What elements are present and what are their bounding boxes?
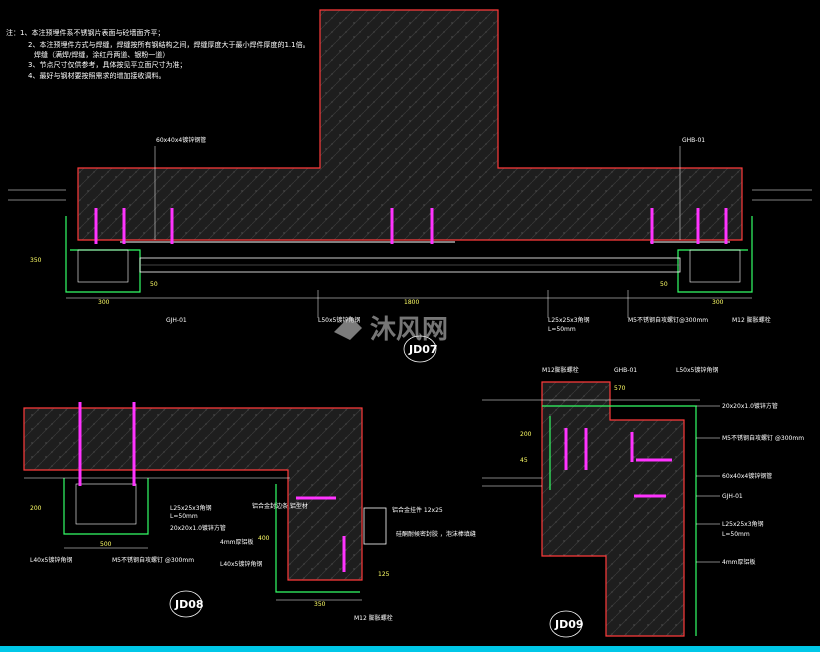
watermark-text: 沐风网 xyxy=(370,315,448,345)
label-bottom-r2: L=50mm xyxy=(548,326,576,333)
jd08-dim-h2: 400 xyxy=(258,535,270,542)
jd09-dim-h: 200 xyxy=(520,431,532,438)
jd08-label-g: L40x5镀锌角钢 xyxy=(220,560,262,568)
dim-mid: 1800 xyxy=(404,299,419,306)
label-bottom-left: GJH-01 xyxy=(166,317,187,324)
note-line-5: 4、最好与钢材要按照需求的增加接收调料。 xyxy=(28,72,166,80)
jd08-dim-h: 200 xyxy=(30,505,42,512)
detail-tag-jd09: JD09 xyxy=(554,618,584,631)
window-mullion xyxy=(363,507,387,545)
note-line-2: 2、本注预埋件方式与焊缝，焊缝按所有钢结构之间，焊缝厚度大于最小焊件厚度的1.1… xyxy=(28,41,310,49)
jd09-dim-s: 45 xyxy=(520,457,528,464)
note-line-3: 焊缝（满焊/焊缝，涂红丹两道、银粉一道） xyxy=(34,51,170,59)
jd09-label-f: 60x40x4镀锌钢管 xyxy=(722,472,772,480)
jd08-label-b: L=50mm xyxy=(170,513,198,520)
jd08-dim-s: 125 xyxy=(378,571,390,578)
jd09-label-j: 4mm厚铝板 xyxy=(722,558,756,566)
jd08-label-j: 硅酮耐候密封胶 ，泡沫棒填缝 xyxy=(396,530,476,538)
label-bottom-r1: L25x25x3角钢 xyxy=(548,316,590,324)
jd09-label-i: L=50mm xyxy=(722,531,750,538)
detail-tag-jd07-circle xyxy=(403,335,437,363)
anchor-bolts-top xyxy=(94,208,728,244)
jd08-label-a: L25x25x3角钢 xyxy=(170,504,212,512)
label-top-right: GHB-01 xyxy=(682,137,705,144)
dim-side-right: 50 xyxy=(660,281,668,288)
anchor-bolts-jd09 xyxy=(564,428,672,498)
anchor-bolts-jd08 xyxy=(78,402,346,572)
jd09-label-e: M5不锈钢自攻螺钉 @300mm xyxy=(722,434,804,442)
jd08-dim-w: 500 xyxy=(100,541,112,548)
dim-left: 300 xyxy=(98,299,110,306)
dim-h-left: 350 xyxy=(30,257,42,264)
dim-side-left: 50 xyxy=(150,281,158,288)
detail-jd07: 300 1800 300 350 50 50 60x40x4镀锌钢管 GHB-0… xyxy=(8,9,812,363)
jd09-label-g: GJH-01 xyxy=(722,493,743,500)
detail-jd08: L25x25x3角钢 L=50mm 20x20x1.0镀锌方管 L40x5镀锌角… xyxy=(23,402,476,622)
jd08-label-e: M5不锈钢自攻螺钉 @300mm xyxy=(112,556,194,564)
frame-jd08-b xyxy=(275,484,360,593)
jd08-label-c: 20x20x1.0镀锌方管 xyxy=(170,524,226,532)
label-bottom-r4: M12 膨胀螺栓 xyxy=(732,316,771,324)
watermark-logo-icon xyxy=(334,316,362,340)
concrete-wall-top xyxy=(77,9,743,241)
dim-right: 300 xyxy=(712,299,724,306)
concrete-wall-left xyxy=(23,407,363,581)
frame-jd08 xyxy=(63,478,149,535)
jd08-label-h: 铝合金封边条 铝型材 xyxy=(252,502,308,510)
inner-box-left xyxy=(77,249,129,283)
detail-tag-jd07: JD07 xyxy=(408,343,438,356)
label-bottom-mid: L50x5镀锌角钢 xyxy=(318,316,360,324)
jd09-label-d: 20x20x1.0镀锌方管 xyxy=(722,402,778,410)
note-line-4: 3、节点尺寸仅供参考，具体按见平立面尺寸为准； xyxy=(28,61,187,69)
detail-tag-jd09-circle xyxy=(549,610,583,638)
detail-jd09: M12膨胀螺栓 GHB-01 L50x5镀锌角钢 20x20x1.0镀锌方管 M… xyxy=(482,366,804,638)
jd09-label-h: L25x25x3角钢 xyxy=(722,520,764,528)
note-line-1: 注：1、本注预埋件系不锈钢片表面与砼墙面齐平； xyxy=(6,29,165,37)
jd08-label-f: 4mm厚铝板 xyxy=(220,538,254,546)
detail-tag-jd08: JD08 xyxy=(174,598,204,611)
watermark: 沐风网 xyxy=(334,315,448,345)
bottom-accent-bar xyxy=(0,646,820,652)
detail-tag-jd08-circle xyxy=(169,590,203,618)
jd09-dim-w: 570 xyxy=(614,385,626,392)
jd08-dim-w2: 350 xyxy=(314,601,326,608)
concrete-wall-right xyxy=(541,381,685,637)
jd09-label-b: GHB-01 xyxy=(614,367,637,374)
jd08-label-i: 铝合金挂件 12x25 xyxy=(392,506,443,514)
jd08-label-d: L40x5镀锌角钢 xyxy=(30,556,72,564)
jd08-label-k: M12 膨胀螺栓 xyxy=(354,614,393,622)
label-top-left: 60x40x4镀锌钢管 xyxy=(156,136,206,144)
inner-box-right xyxy=(689,249,741,283)
jd09-label-c: L50x5镀锌角钢 xyxy=(676,366,718,374)
jd09-label-a: M12膨胀螺栓 xyxy=(542,366,579,374)
label-bottom-r3: M5不锈钢自攻螺钉@300mm xyxy=(628,316,708,324)
